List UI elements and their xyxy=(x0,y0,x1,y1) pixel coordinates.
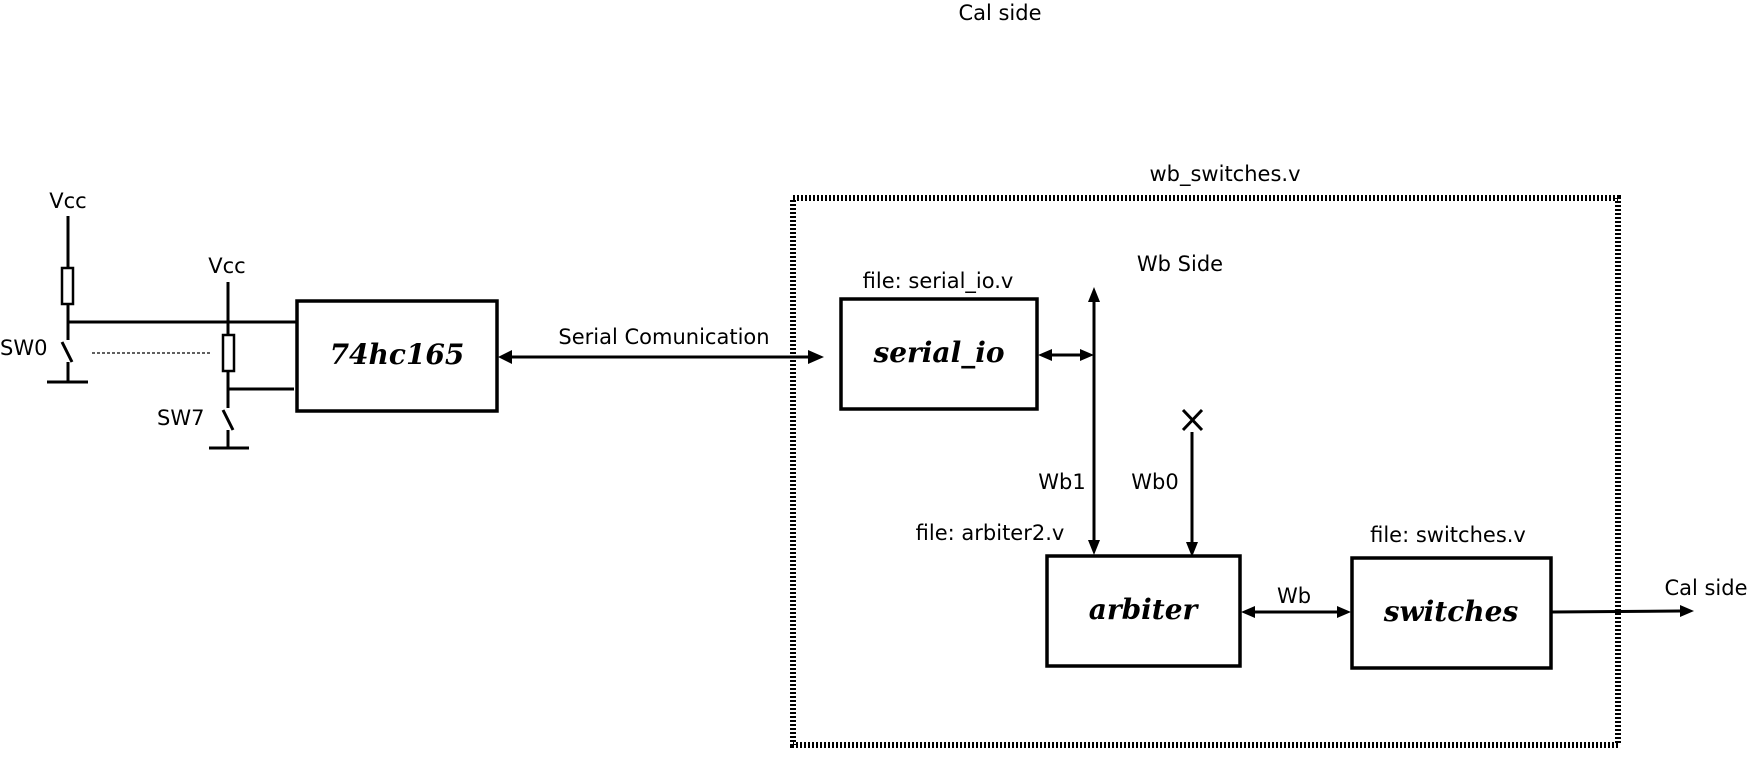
x-mark-b xyxy=(1181,408,1204,432)
serial-io-bus-arrow-right xyxy=(1080,349,1094,361)
resistor-left xyxy=(60,266,75,306)
sw0-label: SW0 xyxy=(0,336,47,360)
sw0-contact xyxy=(60,341,74,363)
vcc-left-label: Vcc xyxy=(49,189,86,213)
serial-comm-arrow-right xyxy=(808,350,824,364)
cal-side-line xyxy=(1551,609,1681,614)
serial-io-block xyxy=(839,297,1039,411)
serial-io-name: serial_io xyxy=(872,336,1004,369)
serial-io-file-label: file: serial_io.v xyxy=(863,269,1014,294)
wb-link-arrow-right xyxy=(1337,606,1351,618)
wb-label: Wb xyxy=(1277,584,1311,608)
cal-side-label: Cal side xyxy=(1664,576,1747,600)
container-border xyxy=(790,195,1621,748)
page-title: Cal side xyxy=(958,1,1041,25)
serial-comm-label: Serial Comunication xyxy=(558,325,769,349)
resistor-right xyxy=(221,333,236,373)
switch-circuit: Vcc SW0 Vcc SW7 xyxy=(0,189,296,450)
container-title: wb_switches.v xyxy=(1149,162,1300,187)
wb0-arrow-down xyxy=(1186,542,1198,557)
wb-link-arrow-left xyxy=(1241,606,1255,618)
arbiter-name: arbiter xyxy=(1089,593,1200,626)
wb-side-label: Wb Side xyxy=(1137,252,1223,276)
sw7-label: SW7 xyxy=(157,406,204,430)
switches-block xyxy=(1350,556,1553,670)
wb1-label: Wb1 xyxy=(1038,470,1085,494)
arbiter-file-label: file: arbiter2.v xyxy=(916,521,1065,545)
sw7-contact xyxy=(221,409,235,431)
cal-side-arrow xyxy=(1680,605,1694,617)
arbiter-block xyxy=(1045,554,1242,668)
switches-name: switches xyxy=(1383,595,1519,628)
wb1-bus-arrow-up xyxy=(1088,287,1100,302)
shift-register-name: 74hc165 xyxy=(330,338,465,371)
wb1-bus-arrow-down xyxy=(1088,540,1100,555)
shift-register-block xyxy=(295,299,499,413)
switches-file-label: file: switches.v xyxy=(1370,523,1526,547)
vcc-right-label: Vcc xyxy=(208,254,245,278)
serial-comm-arrow-left xyxy=(498,350,512,364)
wb0-label: Wb0 xyxy=(1131,470,1178,494)
serial-io-bus-arrow-left xyxy=(1038,349,1052,361)
